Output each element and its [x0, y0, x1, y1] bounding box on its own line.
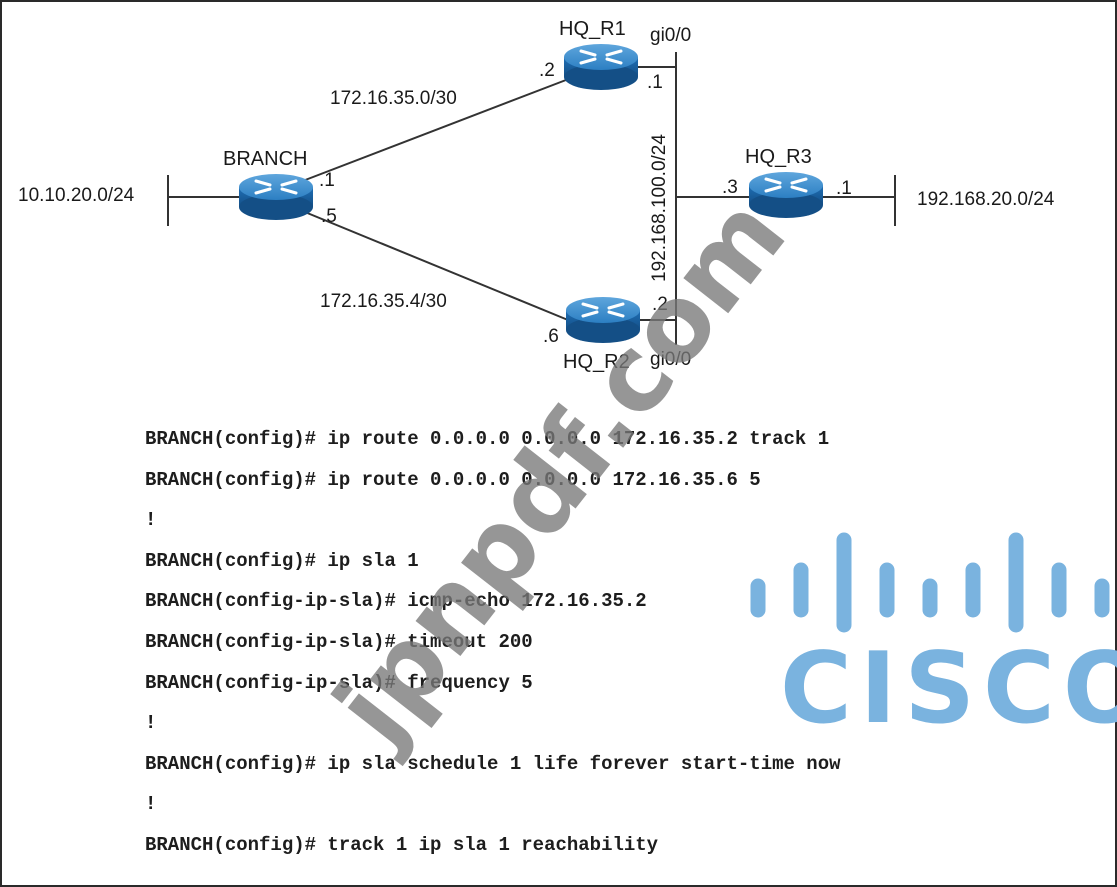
- cli-line: BRANCH(config-ip-sla)# icmp-echo 172.16.…: [145, 590, 647, 613]
- link-branch-r1: [299, 79, 567, 183]
- router-label-hq-r2: HQ_R2: [563, 351, 630, 373]
- hostid-r3-hq: .3: [722, 177, 738, 198]
- cli-line: !: [145, 793, 157, 816]
- router-icon-hq-r3: [749, 172, 823, 218]
- hostid-r2-wan: .6: [543, 326, 559, 347]
- cisco-logo-wordmark: CISCO: [780, 632, 1117, 746]
- cli-config-block: BRANCH(config)# ip route 0.0.0.0 0.0.0.0…: [145, 428, 841, 875]
- hostid-r1-lan: .1: [647, 72, 663, 93]
- subnet-label-branch-r1: 172.16.35.0/30: [330, 88, 457, 109]
- router-label-hq-r1: HQ_R1: [559, 18, 626, 40]
- router-icon-hq-r2: [566, 297, 640, 343]
- router-icon-branch: [239, 174, 313, 220]
- interface-label-r1-gi: gi0/0: [650, 25, 692, 46]
- cli-line: BRANCH(config-ip-sla)# frequency 5: [145, 671, 533, 694]
- hostid-branch-to-r2: .5: [321, 206, 337, 227]
- cli-line: BRANCH(config)# ip sla schedule 1 life f…: [145, 752, 841, 775]
- hostid-branch-to-r1: .1: [319, 170, 335, 191]
- cli-line: BRANCH(config)# ip route 0.0.0.0 0.0.0.0…: [145, 428, 830, 450]
- link-branch-r2: [299, 209, 569, 321]
- cli-line: !: [145, 712, 157, 735]
- hostid-r2-lan: .2: [652, 294, 668, 315]
- cli-line: BRANCH(config)# track 1 ip sla 1 reachab…: [145, 833, 659, 856]
- subnet-label-branch-r2: 172.16.35.4/30: [320, 291, 447, 312]
- hostid-r1-wan: .2: [539, 60, 555, 81]
- subnet-label-r3-lan: 192.168.20.0/24: [917, 189, 1055, 210]
- cli-line: BRANCH(config)# ip route 0.0.0.0 0.0.0.0…: [145, 468, 761, 491]
- hostid-r3-lan: .1: [836, 178, 852, 199]
- router-label-branch: BRANCH: [223, 148, 308, 170]
- router-label-hq-r3: HQ_R3: [745, 146, 812, 168]
- cli-line: BRANCH(config)# ip sla 1: [145, 549, 419, 572]
- cli-line: BRANCH(config-ip-sla)# timeout 200: [145, 630, 533, 653]
- subnet-label-branch-lan: 10.10.20.0/24: [18, 185, 135, 206]
- cli-line: !: [145, 509, 157, 532]
- interface-label-r2-gi: gi0/0: [650, 349, 692, 370]
- router-icon-hq-r1: [564, 44, 638, 90]
